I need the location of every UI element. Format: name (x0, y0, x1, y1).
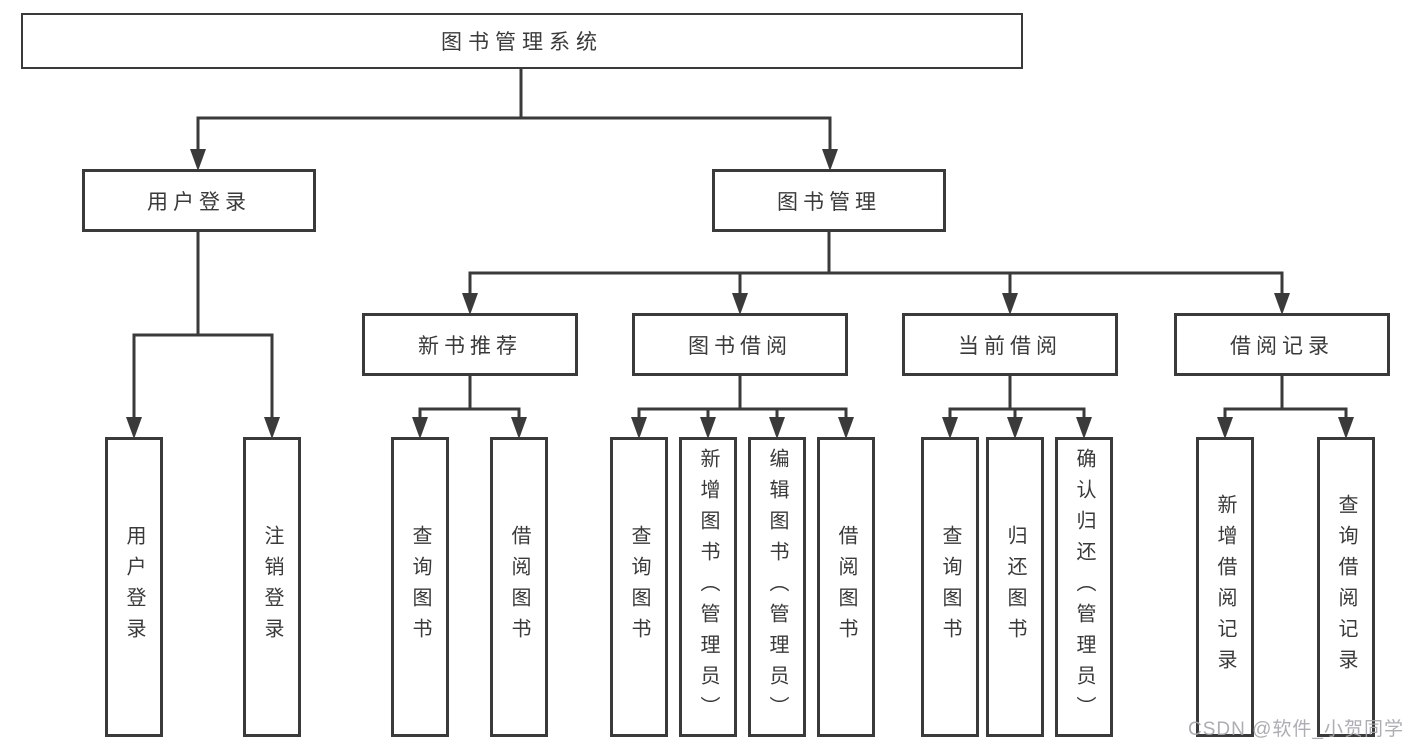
node-root-system: 图书管理系统 (21, 13, 1023, 69)
node-label: 用户登录 (147, 190, 251, 214)
leaf-label: 查询图书 (409, 525, 431, 649)
leaf-label: 新增借阅记录 (1214, 494, 1236, 680)
node-label: 图书借阅 (688, 334, 792, 358)
node-new-book-recommend: 新书推荐 (362, 313, 578, 376)
leaf-label: 编辑图书（管理员） (766, 447, 788, 727)
leaf-return-books: 归还图书 (986, 437, 1044, 737)
leaf-logout: 注销登录 (243, 437, 301, 737)
node-user-login: 用户登录 (82, 169, 316, 232)
leaf-add-books-admin: 新增图书（管理员） (679, 437, 737, 737)
leaf-label: 借阅图书 (508, 525, 530, 649)
node-label: 当前借阅 (958, 334, 1062, 358)
leaf-label: 归还图书 (1004, 525, 1026, 649)
leaf-label: 新增图书（管理员） (697, 447, 719, 727)
node-label: 借阅记录 (1230, 334, 1334, 358)
node-current-borrow: 当前借阅 (902, 313, 1118, 376)
leaf-query-books-recommend: 查询图书 (391, 437, 449, 737)
leaf-borrow-books: 借阅图书 (817, 437, 875, 737)
leaf-query-books-borrow: 查询图书 (610, 437, 668, 737)
leaf-add-borrow-record: 新增借阅记录 (1196, 437, 1254, 737)
leaf-label: 查询图书 (628, 525, 650, 649)
csdn-watermark: CSDN @软件_小贺同学 (1188, 719, 1404, 740)
leaf-label: 用户登录 (123, 525, 145, 649)
leaf-user-login: 用户登录 (105, 437, 163, 737)
leaf-query-books-current: 查询图书 (921, 437, 979, 737)
leaf-label: 借阅图书 (835, 525, 857, 649)
leaf-borrow-books-recommend: 借阅图书 (490, 437, 548, 737)
leaf-label: 查询图书 (939, 525, 961, 649)
node-label: 图书管理 (777, 190, 881, 214)
node-borrow-records: 借阅记录 (1174, 313, 1390, 376)
node-book-management: 图书管理 (712, 169, 946, 232)
leaf-edit-books-admin: 编辑图书（管理员） (748, 437, 806, 737)
leaf-label: 注销登录 (261, 525, 283, 649)
leaf-confirm-return-admin: 确认归还（管理员） (1055, 437, 1113, 737)
node-label: 新书推荐 (418, 334, 522, 358)
leaf-query-borrow-record: 查询借阅记录 (1317, 437, 1375, 737)
node-book-borrow: 图书借阅 (632, 313, 848, 376)
leaf-label: 确认归还（管理员） (1073, 447, 1095, 727)
node-label: 图书管理系统 (441, 31, 603, 54)
leaf-label: 查询借阅记录 (1335, 494, 1357, 680)
